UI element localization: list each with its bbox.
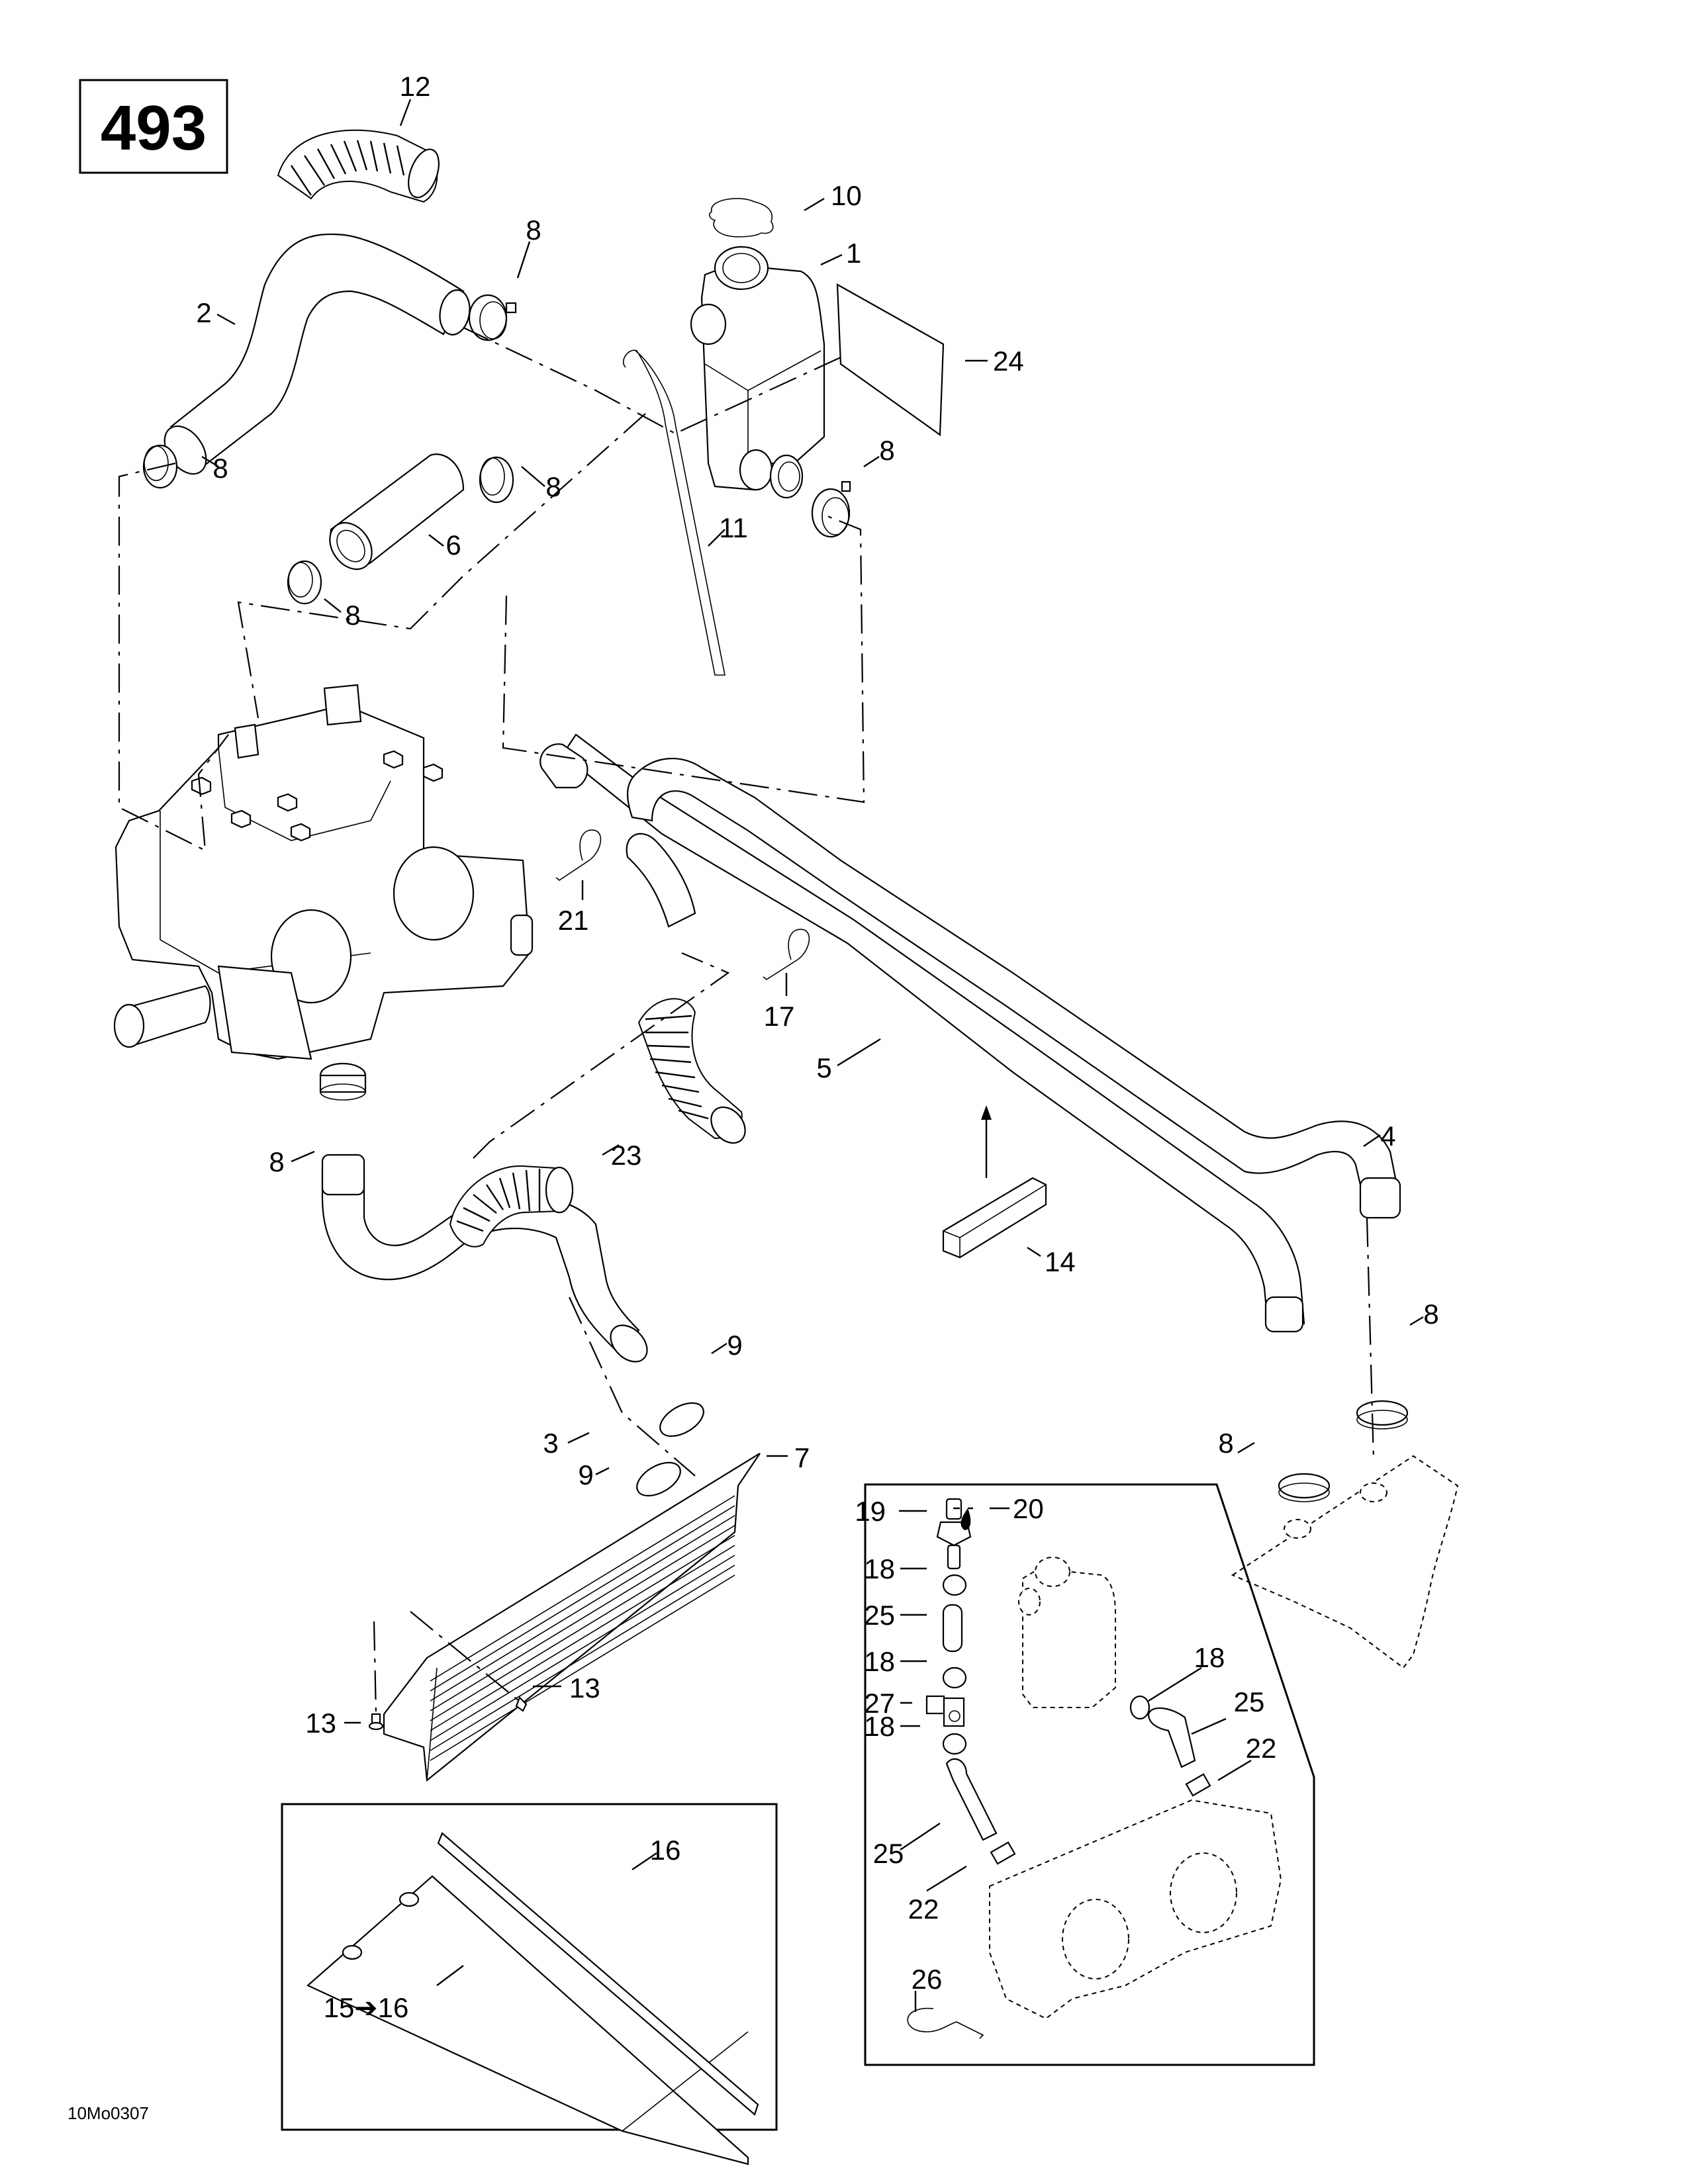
callout-11: 11 <box>719 512 748 543</box>
callout-labels: 12 10 1 2 8 24 8 8 8 6 11 8 21 17 5 23 8… <box>196 71 1438 2023</box>
callout-8-lower-left: 8 <box>345 600 360 631</box>
callout-8-top: 8 <box>526 214 541 246</box>
callout-24: 24 <box>993 345 1024 377</box>
callout-13-left: 13 <box>305 1707 336 1739</box>
drawing-code: 10Mo0307 <box>68 2103 149 2123</box>
callout-19: 19 <box>855 1496 886 1527</box>
clamp-8-tank[interactable] <box>811 480 851 538</box>
hose-6[interactable] <box>321 453 465 577</box>
corrugated-hose-23-b[interactable] <box>449 1165 574 1248</box>
hose-4[interactable] <box>626 757 1401 1219</box>
clamp-8-right-upper[interactable] <box>1356 1400 1409 1430</box>
callout-18-a: 18 <box>864 1553 895 1584</box>
clamp-18-d[interactable] <box>1129 1695 1150 1720</box>
gasket-9-upper[interactable] <box>655 1396 709 1443</box>
callout-10: 10 <box>831 180 862 211</box>
fitting-19[interactable] <box>936 1498 972 1570</box>
callout-21: 21 <box>558 905 589 936</box>
callout-3: 3 <box>543 1428 558 1459</box>
callout-2: 2 <box>196 297 211 328</box>
hose-2[interactable] <box>156 233 473 482</box>
callout-20: 20 <box>1013 1493 1044 1524</box>
callout-27: 27 <box>864 1688 895 1719</box>
callout-16: 16 <box>650 1835 681 1866</box>
callout-9-upper: 9 <box>727 1330 742 1361</box>
clamp-18-a[interactable] <box>942 1574 967 1596</box>
callout-25-c: 25 <box>873 1838 904 1869</box>
tie-rap-21[interactable] <box>555 829 602 881</box>
hose-25-c[interactable] <box>945 1758 998 1841</box>
callout-12: 12 <box>400 71 431 102</box>
callout-13-right: 13 <box>569 1672 600 1704</box>
clamp-8-mid[interactable] <box>479 456 514 504</box>
callout-14: 14 <box>1045 1246 1076 1277</box>
tunnel-outline <box>1231 1455 1459 1669</box>
hose-3[interactable] <box>321 1154 654 1369</box>
callout-8-left: 8 <box>212 453 228 484</box>
callout-15-16: 15➔16 <box>324 1992 409 2023</box>
clamp-8-engine[interactable] <box>319 1062 367 1101</box>
callout-8-mid: 8 <box>545 471 561 502</box>
callout-26: 26 <box>912 1964 943 1995</box>
gasket-9-lower[interactable] <box>632 1456 686 1503</box>
callout-22-b: 22 <box>908 1893 939 1925</box>
callout-17: 17 <box>764 1001 795 1032</box>
callout-1: 1 <box>846 238 861 269</box>
tie-rap-17[interactable] <box>763 929 810 980</box>
clamp-8-top[interactable] <box>468 294 517 341</box>
clamp-8-lower-left[interactable] <box>287 560 322 605</box>
corrugated-hose-12[interactable] <box>277 129 445 203</box>
heat-exchanger-15[interactable] <box>306 1875 749 2165</box>
callout-18-b: 18 <box>864 1646 895 1677</box>
callout-8-right-lower: 8 <box>1218 1428 1233 1459</box>
callout-18-d: 18 <box>1194 1642 1225 1673</box>
clamp-22-a[interactable] <box>1185 1773 1211 1797</box>
carburetor-reference <box>989 1799 1282 2020</box>
assembly-lines <box>118 327 1375 1715</box>
rivet-13-right[interactable] <box>515 1696 528 1712</box>
page-number-box: 493 <box>79 79 228 174</box>
reservoir-reference <box>1018 1557 1116 1708</box>
foam-block-14[interactable] <box>942 1105 1047 1259</box>
corrugated-hose-23-a[interactable] <box>637 998 752 1150</box>
callout-4: 4 <box>1380 1120 1395 1152</box>
engine-assembly <box>113 684 534 1060</box>
valve-27[interactable] <box>925 1695 965 1727</box>
callout-8-tank: 8 <box>879 435 894 466</box>
radiator-7[interactable] <box>383 1453 761 1782</box>
label-24[interactable] <box>836 283 945 437</box>
callout-22-a: 22 <box>1246 1733 1277 1764</box>
coolant-reservoir-1[interactable] <box>690 246 825 499</box>
callout-25-a: 25 <box>864 1600 895 1631</box>
callout-6: 6 <box>445 529 461 561</box>
inset-valve-assembly <box>864 1483 1315 2066</box>
inset-heat-exchanger <box>281 1803 778 2165</box>
clamp-18-b[interactable] <box>942 1666 967 1689</box>
rivet-13-left[interactable] <box>368 1713 384 1731</box>
callout-25-b: 25 <box>1234 1686 1265 1717</box>
callout-7: 7 <box>794 1442 810 1473</box>
protector-16[interactable] <box>437 1832 759 2116</box>
sealant-20-icon <box>961 1508 971 1530</box>
callout-5: 5 <box>816 1052 831 1083</box>
callout-8-right: 8 <box>1423 1298 1438 1330</box>
overflow-hose-11[interactable] <box>622 349 726 676</box>
clamp-22-b[interactable] <box>990 1841 1016 1865</box>
clamp-18-c[interactable] <box>942 1733 967 1755</box>
tie-rap-26[interactable] <box>907 2007 984 2039</box>
clamp-8-right-lower[interactable] <box>1278 1473 1331 1502</box>
page-number: 493 <box>101 93 207 163</box>
pressure-cap-10[interactable] <box>708 198 774 238</box>
callout-23: 23 <box>611 1140 642 1171</box>
callout-8-engine: 8 <box>269 1146 284 1177</box>
leader-lines <box>201 99 1424 2012</box>
hose-25-b[interactable] <box>1147 1707 1196 1768</box>
callout-18-c: 18 <box>864 1711 895 1742</box>
callout-9-lower: 9 <box>578 1459 593 1490</box>
hose-25-a[interactable] <box>942 1604 963 1653</box>
